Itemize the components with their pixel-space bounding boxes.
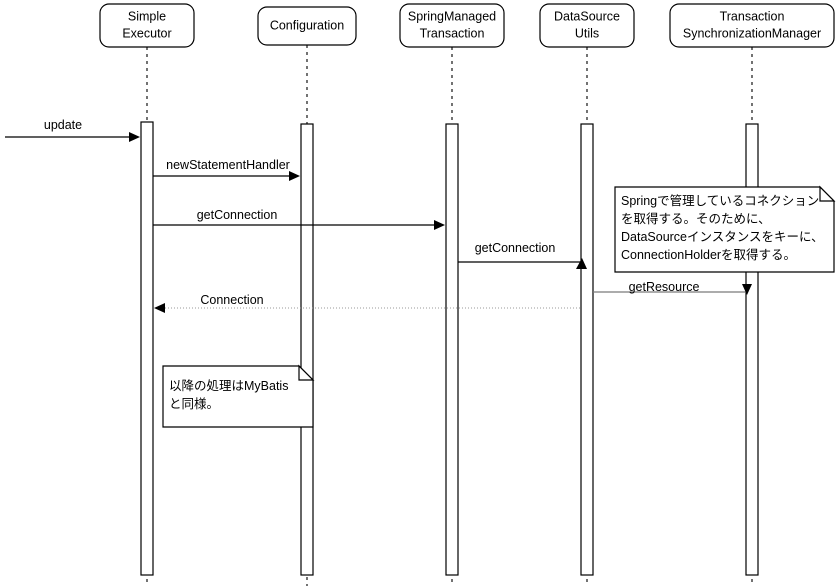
participant-box-datasource-utils[interactable] xyxy=(539,3,635,48)
participant-label-datasource-utils-line2: Utils xyxy=(575,26,599,40)
message-new-statement-handler-arrowhead xyxy=(289,171,300,181)
participant-label-datasource-utils-line1: DataSource xyxy=(554,9,620,23)
message-get-connection-2[interactable]: getConnection xyxy=(458,241,587,269)
note-mybatis-same[interactable]: 以降の処理はMyBatis と同様。 xyxy=(162,364,315,428)
participants-layer: Simple Executor Configuration SpringMana… xyxy=(99,3,835,48)
message-get-connection-1-label: getConnection xyxy=(197,208,278,222)
activation-bar-datasource-utils xyxy=(580,123,594,576)
activation-bar-simple-executor xyxy=(140,121,154,576)
message-connection-return[interactable]: Connection xyxy=(154,293,580,313)
participant-label-simple-executor-line1: Simple xyxy=(128,9,166,23)
participant-datasource-utils[interactable]: DataSource Utils xyxy=(539,3,635,48)
message-get-connection-1-arrowhead xyxy=(434,220,445,230)
note-spring-connection-fold xyxy=(819,185,836,202)
participant-label-spring-managed-transaction-line2: Transaction xyxy=(420,26,485,40)
note-mybatis-same-line-2: と同様。 xyxy=(169,396,219,411)
participant-box-spring-managed-transaction[interactable] xyxy=(399,3,505,48)
participant-label-configuration-line1: Configuration xyxy=(270,18,344,32)
participant-configuration[interactable]: Configuration xyxy=(257,6,357,46)
message-get-connection-1[interactable]: getConnection xyxy=(153,208,445,230)
participant-box-transaction-synchronization-manager[interactable] xyxy=(669,3,835,48)
messages-layer: update newStatementHandler getConnection… xyxy=(5,118,752,313)
note-mybatis-same-body xyxy=(162,365,314,428)
message-update-arrowhead xyxy=(129,132,140,142)
participant-label-transaction-synchronization-manager-line2: SynchronizationManager xyxy=(683,26,821,40)
message-connection-return-label: Connection xyxy=(200,293,263,307)
message-get-resource[interactable]: getResource xyxy=(593,280,752,295)
participant-label-spring-managed-transaction-line1: SpringManaged xyxy=(408,9,496,23)
participant-simple-executor[interactable]: Simple Executor xyxy=(99,3,195,48)
message-update[interactable]: update xyxy=(5,118,140,142)
participant-box-configuration[interactable] xyxy=(257,6,357,46)
message-get-resource-arrowhead xyxy=(742,284,752,295)
participant-label-simple-executor-line2: Executor xyxy=(122,26,171,40)
message-get-connection-2-arrowhead xyxy=(576,258,587,269)
message-update-label: update xyxy=(44,118,82,132)
message-new-statement-handler[interactable]: newStatementHandler xyxy=(153,158,300,181)
note-spring-connection[interactable]: Springで管理しているコネクション を取得する。そのために、 DataSou… xyxy=(614,185,836,273)
message-new-statement-handler-label: newStatementHandler xyxy=(166,158,290,172)
participant-transaction-synchronization-manager[interactable]: Transaction SynchronizationManager xyxy=(669,3,835,48)
participant-spring-managed-transaction[interactable]: SpringManaged Transaction xyxy=(399,3,505,48)
activation-bar-configuration xyxy=(300,123,314,576)
note-spring-connection-line-2: を取得する。そのために、 xyxy=(621,211,771,226)
note-spring-connection-body xyxy=(614,186,835,273)
notes-layer: Springで管理しているコネクション を取得する。そのために、 DataSou… xyxy=(162,185,836,428)
activation-bars-layer xyxy=(140,121,759,576)
note-spring-connection-line-4: ConnectionHolderを取得する。 xyxy=(621,247,796,262)
note-spring-connection-line-3: DataSourceインスタンスをキーに、 xyxy=(621,230,824,244)
activation-bar-spring-managed-transaction xyxy=(445,123,459,576)
message-get-connection-2-label: getConnection xyxy=(475,241,556,255)
note-mybatis-same-fold xyxy=(298,364,315,381)
message-connection-return-arrowhead xyxy=(154,303,165,313)
participant-box-simple-executor[interactable] xyxy=(99,3,195,48)
message-get-resource-label: getResource xyxy=(629,280,700,294)
note-spring-connection-line-1: Springで管理しているコネクション xyxy=(621,193,819,208)
note-mybatis-same-line-1: 以降の処理はMyBatis xyxy=(169,379,288,393)
participant-label-transaction-synchronization-manager-line1: Transaction xyxy=(720,9,785,23)
